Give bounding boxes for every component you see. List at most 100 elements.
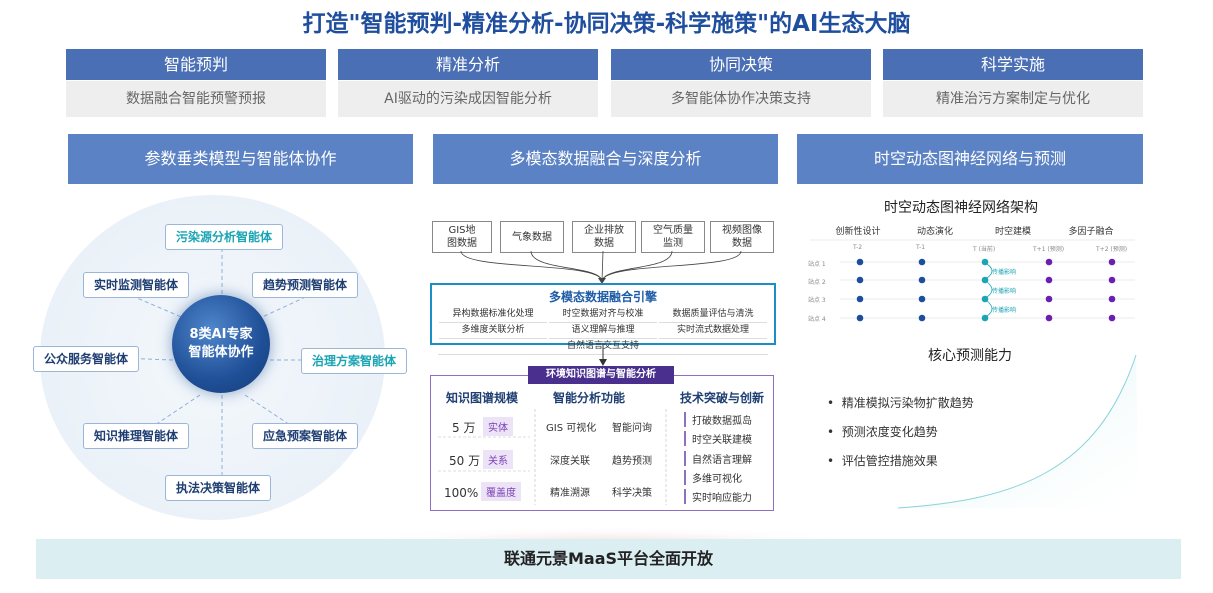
agent-public-service: 公众服务智能体 [33, 346, 140, 372]
kg-fn: GIS 可视化 [546, 423, 597, 434]
gnn-node [1108, 276, 1116, 284]
gnn-time-label: T+1 (预测) [1033, 246, 1065, 253]
kg-breakthrough: 打破数据孤岛 [684, 412, 752, 427]
kg-col-scale: 知识图谱规模 [446, 391, 519, 405]
gnn-node [1045, 314, 1053, 322]
section-head-gnn: 时空动态图神经网络与预测 [797, 134, 1143, 184]
gnn-site-label: 站点 4 [808, 316, 826, 323]
agent-pollution-source: 污染源分析智能体 [165, 224, 284, 250]
gnn-edge-label: 传播影响 [992, 307, 1017, 314]
kg-row-3: 100% [444, 486, 479, 500]
gnn-col-label: 创新性设计 [835, 227, 881, 237]
source-video: 视频图像数据 [710, 221, 774, 253]
pillar-head-4: 科学实施 [883, 49, 1143, 80]
kg-fn: 深度关联 [550, 456, 590, 467]
prediction-bullet: • 预测浓度变化趋势 [827, 425, 938, 439]
fusion-item: 多维度关联分析 [438, 323, 548, 339]
kg-badge-relation: 关系 [483, 450, 513, 469]
agent-enforcement-decision: 执法决策智能体 [165, 475, 272, 501]
gnn-node [918, 276, 926, 284]
kg-row-1: 5 万 [452, 421, 476, 435]
gnn-node [856, 276, 864, 284]
pillar-sub-1: 数据融合智能预警预报 [66, 81, 326, 117]
gnn-node [1108, 258, 1116, 266]
gnn-node [981, 314, 989, 322]
kg-fn: 科学决策 [612, 488, 652, 499]
section-head-fusion: 多模态数据融合与深度分析 [433, 134, 778, 184]
fusion-item: 实时流式数据处理 [658, 323, 768, 339]
gnn-node [856, 295, 864, 303]
gnn-node [918, 295, 926, 303]
gnn-site-label: 站点 2 [808, 279, 826, 286]
gnn-time-label: T-2 [853, 244, 863, 251]
gnn-col-label: 动态演化 [916, 227, 953, 237]
gnn-col-label: 多因子融合 [1068, 227, 1114, 237]
gnn-edge-label: 传播影响 [992, 288, 1017, 295]
platform-banner: 联通元景MaaS平台全面开放 [36, 539, 1181, 579]
fusion-item: 异构数据标准化处理 [438, 307, 548, 323]
gnn-node [981, 258, 989, 266]
core-prediction-caption: 核心预测能力 [928, 348, 1012, 364]
kg-row-2: 50 万 [449, 454, 481, 468]
fusion-item: 语义理解与推理 [548, 323, 658, 339]
source-gis: GIS地图数据 [432, 221, 492, 253]
gnn-node [981, 295, 989, 303]
agent-emergency-plan: 应急预案智能体 [252, 423, 359, 449]
pillar-head-2: 精准分析 [338, 49, 598, 80]
pillar-sub-4: 精准治污方案制定与优化 [883, 81, 1143, 117]
kg-badge-entity: 实体 [483, 417, 513, 436]
fusion-engine-title: 多模态数据融合引擎 [548, 290, 657, 304]
gnn-node [856, 258, 864, 266]
gnn-node [981, 276, 989, 284]
agent-knowledge-reasoning: 知识推理智能体 [83, 423, 190, 449]
growth-curve [898, 354, 1139, 509]
gnn-site-label: 站点 3 [808, 297, 826, 304]
pillar-sub-3: 多智能体协作决策支持 [611, 81, 871, 117]
gnn-time-label: T (当前) [973, 246, 996, 253]
kg-badge-coverage: 覆盖度 [481, 482, 521, 501]
page-title: 打造"智能预判-精准分析-协同决策-科学施策"的AI生态大脑 [302, 11, 911, 37]
kg-col-breakthroughs: 技术突破与创新 [680, 391, 765, 405]
gnn-node [856, 314, 864, 322]
agent-trend-forecast: 趋势预测智能体 [252, 272, 359, 298]
pillar-head-3: 协同决策 [611, 49, 871, 80]
gnn-graph [810, 239, 1135, 322]
gnn-node [918, 314, 926, 322]
gnn-node [1045, 295, 1053, 303]
fusion-engine: 多模态数据融合引擎 异构数据标准化处理 时空数据对齐与校准 数据质量评估与清洗 … [430, 283, 776, 355]
agent-core-line1: 8类AI专家 [189, 327, 253, 342]
gnn-arch-title: 时空动态图神经网络架构 [884, 200, 1038, 216]
kg-dividers [438, 409, 667, 505]
fusion-item: 数据质量评估与清洗 [658, 307, 768, 323]
pillar-head-1: 智能预判 [66, 49, 326, 80]
fusion-down-arrow [599, 343, 607, 366]
source-enterprise-emission: 企业排放数据 [572, 221, 636, 253]
gnn-node [1045, 276, 1053, 284]
section-head-agents: 参数垂类模型与智能体协作 [68, 134, 413, 184]
kg-col-functions: 智能分析功能 [553, 391, 626, 405]
agent-realtime-monitor: 实时监测智能体 [83, 272, 190, 298]
gnn-time-label: T-1 [916, 244, 926, 251]
prediction-bullet: • 精准模拟污染物扩散趋势 [827, 396, 974, 410]
kg-breakthrough: 自然语言理解 [684, 451, 752, 466]
gnn-site-label: 站点 1 [808, 261, 826, 268]
kg-banner: 环境知识图谱与智能分析 [528, 366, 674, 384]
bottom-glow [380, 515, 830, 543]
fusion-item: 时空数据对齐与校准 [548, 307, 658, 323]
prediction-bullet: • 评估管控措施效果 [827, 454, 938, 468]
pillar-sub-2: AI驱动的污染成因智能分析 [338, 81, 598, 117]
kg-fn: 趋势预测 [612, 456, 652, 467]
agent-core-line2: 智能体协作 [188, 345, 254, 360]
kg-breakthrough: 实时响应能力 [684, 489, 752, 504]
source-air-quality: 空气质量监测 [641, 221, 705, 253]
kg-breakthrough: 时空关联建模 [684, 431, 752, 446]
agent-core: 8类AI专家智能体协作 [172, 295, 270, 393]
kg-breakthrough: 多维可视化 [684, 470, 742, 485]
gnn-node [1108, 314, 1116, 322]
gnn-node [1108, 295, 1116, 303]
source-weather: 气象数据 [500, 221, 564, 253]
gnn-time-label: T+2 (预测) [1096, 246, 1128, 253]
knowledge-graph-panel [430, 375, 774, 511]
gnn-node [1045, 258, 1053, 266]
agent-governance-plan: 治理方案智能体 [301, 348, 408, 374]
